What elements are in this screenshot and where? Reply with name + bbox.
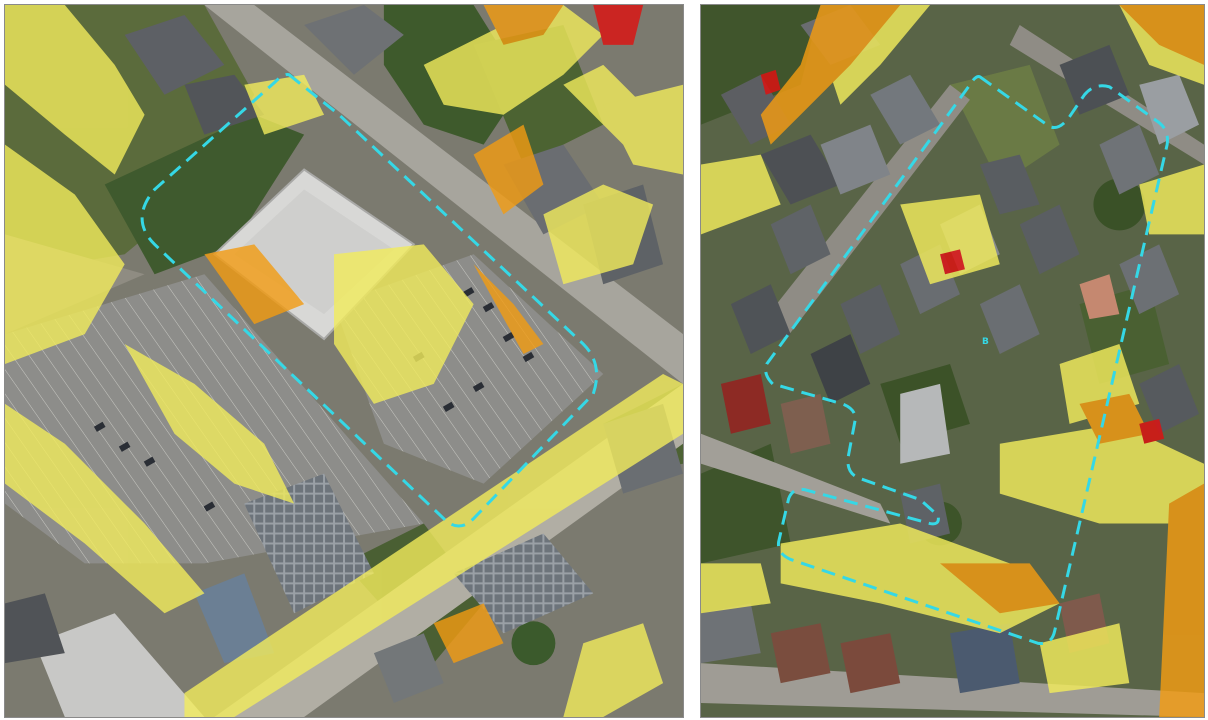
map-label-b: B xyxy=(982,337,989,347)
flood-hazard-overlay xyxy=(5,5,683,717)
aerial-map-right xyxy=(701,5,1204,717)
study-area-outline xyxy=(140,72,599,528)
flood-hazard-overlay xyxy=(701,5,1204,717)
map-panel-left[interactable] xyxy=(4,4,684,718)
aerial-map-left xyxy=(5,5,683,717)
study-area-outline xyxy=(764,74,1169,645)
map-panel-right[interactable]: B xyxy=(700,4,1205,718)
